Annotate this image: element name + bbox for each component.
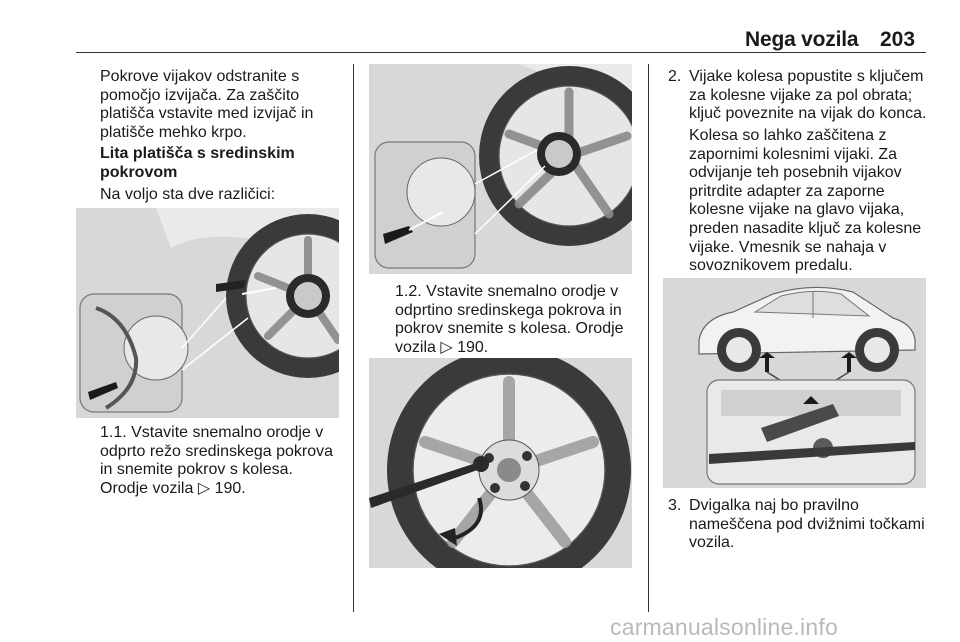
page-number: 203	[880, 28, 916, 51]
caption-1-2-line-2: odprtino sredinskega pokrova in	[395, 301, 622, 319]
figure-jack-position	[663, 278, 926, 488]
figure-hubcap-removal-slot	[76, 208, 339, 418]
variants-text: Na voljo sta dve različici:	[100, 186, 276, 203]
step-2-line-2: za kolesne vijake za pol obrata;	[689, 86, 913, 104]
column-divider-1	[353, 64, 354, 612]
wheel-illustration-1	[79, 208, 339, 413]
step-2-note-line-3: odvijanje teh posebnih vijakov	[689, 164, 902, 182]
step-2-note-line-8: sovoznikovem predalu.	[689, 257, 853, 275]
step-2-note-line-4: pritrdite adapter za zaporne	[689, 182, 885, 200]
step-3-line-1: Dvigalka naj bo pravilno	[689, 497, 859, 514]
step-2-number: 2.	[668, 68, 682, 85]
step-3-number: 3.	[668, 497, 682, 514]
intro-line-4: platišče mehko krpo.	[100, 123, 247, 141]
intro-line-3: platišča vstavite med izvijač in	[100, 105, 314, 123]
caption-1-2-line-4: vozila ▷ 190.	[395, 338, 489, 356]
intro-line-1: Pokrove vijakov odstranite s	[100, 68, 300, 85]
section-heading-line-2: pokrovom	[100, 163, 178, 181]
step-3-line-2: nameščena pod dvižnimi točkami	[689, 515, 925, 533]
watermark-text: carmanualsonline.info	[610, 614, 838, 640]
caption-1-2-line-1: 1.2. Vstavite snemalno orodje v	[395, 283, 619, 300]
figure-hubcap-removal-hole	[369, 64, 632, 274]
caption-1-2-line-3: pokrov snemite s kolesa. Orodje	[395, 320, 624, 338]
step-2-note-line-5: kolesne vijake na glavo vijaka,	[689, 201, 905, 219]
intro-line-2: pomočjo izvijača. Za zaščito	[100, 86, 300, 104]
caption-1-1-line-4: Orodje vozila ▷ 190.	[100, 479, 246, 497]
step-2-line-1: Vijake kolesa popustite s ključem	[689, 68, 924, 85]
section-heading-line-1: Lita platišča s sredinskim	[100, 145, 295, 162]
step-3-line-3: vozila.	[689, 534, 735, 552]
step-2-note-line-1: Kolesa so lahko zaščitena z	[689, 127, 887, 144]
caption-1-1-line-1: 1.1. Vstavite snemalno orodje v	[100, 424, 324, 441]
figure-wheel-wrench	[369, 358, 632, 568]
car-jack-illustration	[698, 286, 916, 485]
wheel-illustration-2	[374, 64, 632, 269]
caption-1-1-line-3: in snemite pokrov s kolesa.	[100, 461, 293, 479]
column-divider-2	[648, 64, 649, 612]
page-title: Nega vozila	[745, 28, 859, 51]
caption-1-1-line-2: odprto režo sredinskega pokrova	[100, 442, 334, 460]
wheel-illustration-3	[369, 358, 631, 568]
step-2-note-line-7: vijake. Vmesnik se nahaja v	[689, 238, 887, 256]
step-2-note-line-2: zapornimi kolesnimi vijaki. Za	[689, 145, 898, 163]
step-2-line-3: ključ poveznite na vijak do konca.	[689, 105, 927, 123]
header-divider	[76, 52, 926, 53]
step-2-note-line-6: preden nasadite ključ za kolesne	[689, 220, 922, 237]
